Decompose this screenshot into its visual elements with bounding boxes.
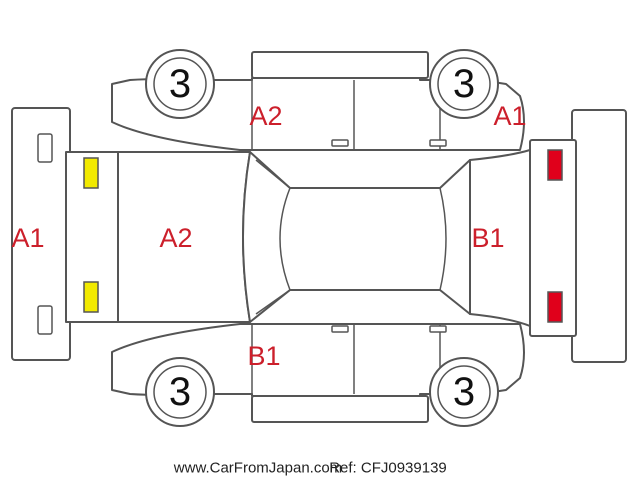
rear-bumper: [571, 109, 627, 363]
wheel-rear-left: 3: [429, 49, 499, 119]
damage-left-front-door: A2: [249, 101, 282, 131]
front-light-bottom: [83, 281, 99, 313]
wheel-front-right-grade: 3: [169, 370, 191, 414]
damage-rear-left-quarter: A1: [493, 101, 526, 131]
damage-hood: A2: [159, 223, 192, 253]
right-side-rocker: [251, 395, 429, 423]
front-light-top: [83, 157, 99, 189]
wheel-rear-right-grade: 3: [453, 370, 475, 414]
top-view-body: [65, 139, 577, 337]
damage-rear-window: B1: [471, 223, 504, 253]
damage-front-bumper: A1: [11, 223, 44, 253]
rear-light-bottom: [547, 291, 563, 323]
rear-light-top: [547, 149, 563, 181]
wheel-rear-right: 3: [429, 357, 499, 427]
footer-ref: Ref: CFJ0939139: [329, 460, 447, 477]
wheel-rear-left-grade: 3: [453, 62, 475, 106]
wheel-front-left-grade: 3: [169, 62, 191, 106]
damage-right-front-door: B1: [247, 341, 280, 371]
footer-site: www.CarFromJapan.com: [173, 460, 342, 477]
left-side-rocker: [251, 51, 429, 79]
wheel-front-right: 3: [145, 357, 215, 427]
wheel-front-left: 3: [145, 49, 215, 119]
